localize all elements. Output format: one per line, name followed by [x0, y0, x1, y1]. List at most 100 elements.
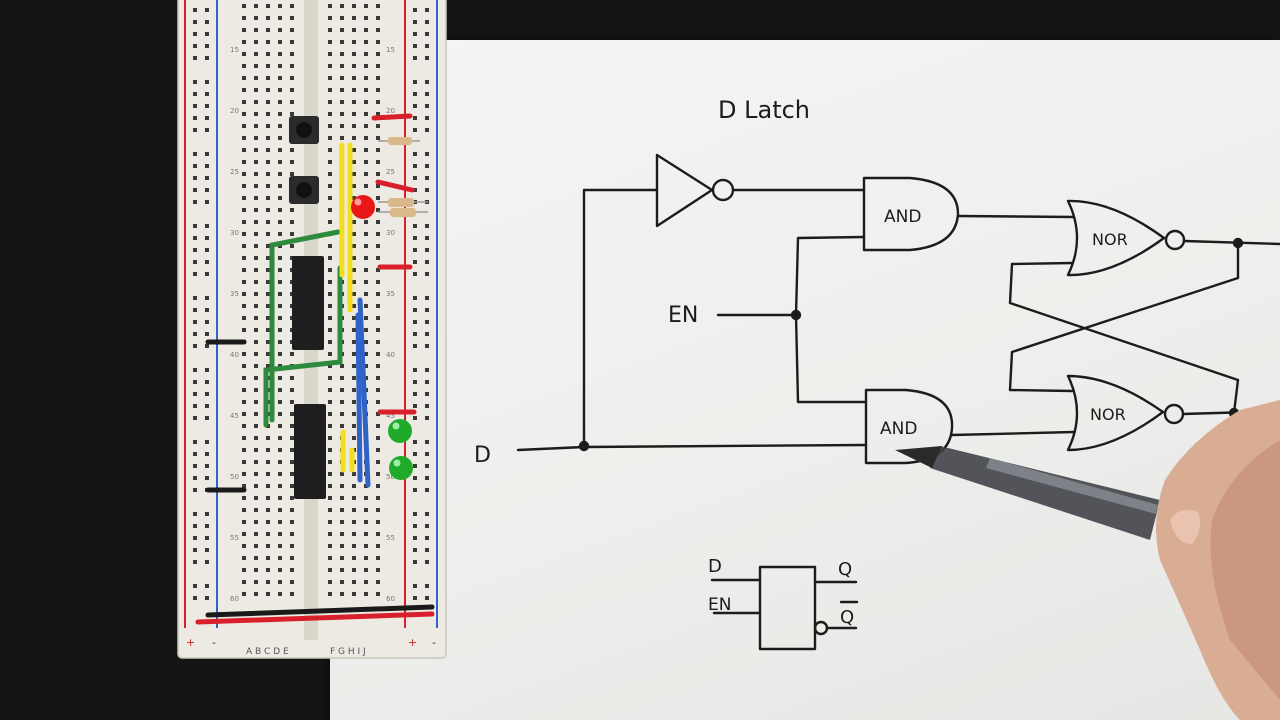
breadboard-hole — [242, 232, 246, 236]
breadboard-hole — [278, 376, 282, 380]
nor-gate-bottom — [1066, 374, 1165, 452]
breadboard-hole — [278, 280, 282, 284]
pen-body — [930, 446, 1160, 540]
wire-q-output — [1182, 239, 1280, 246]
breadboard-hole — [352, 112, 356, 116]
rail-hole — [193, 332, 197, 336]
breadboard-hole — [364, 292, 368, 296]
breadboard-hole — [278, 76, 282, 80]
breadboard-hole — [242, 388, 246, 392]
rail-hole — [413, 512, 417, 516]
symbol-label-d: D — [708, 556, 722, 577]
breadboard-hole — [376, 376, 380, 380]
breadboard-hole — [328, 544, 332, 548]
rail-hole — [425, 92, 429, 96]
breadboard-hole — [278, 436, 282, 440]
breadboard-hole — [376, 280, 380, 284]
breadboard-hole — [340, 76, 344, 80]
breadboard-hole — [242, 592, 246, 596]
breadboard-hole — [352, 412, 356, 416]
rail-hole — [425, 116, 429, 120]
resistor-2 — [378, 198, 428, 207]
breadboard-hole — [278, 40, 282, 44]
breadboard-hole — [328, 136, 332, 140]
feedback-qbar-to-nor-top — [1008, 261, 1240, 415]
breadboard-hole — [376, 196, 380, 200]
breadboard-hole — [254, 568, 258, 572]
breadboard-hole — [254, 472, 258, 476]
breadboard-hole — [352, 568, 356, 572]
label-nor-top: NOR — [1092, 230, 1128, 249]
breadboard-hole — [278, 136, 282, 140]
rail-hole — [425, 476, 429, 480]
breadboard-hole — [364, 508, 368, 512]
breadboard-hole — [278, 160, 282, 164]
breadboard-hole — [364, 304, 368, 308]
breadboard-hole — [328, 196, 332, 200]
breadboard-hole — [254, 388, 258, 392]
rail-hole — [193, 236, 197, 240]
breadboard-hole — [254, 316, 258, 320]
breadboard-hole — [278, 28, 282, 32]
rail-hole — [425, 296, 429, 300]
rail-hole — [193, 44, 197, 48]
breadboard-hole — [364, 532, 368, 536]
breadboard-hole — [340, 364, 344, 368]
rail-hole — [413, 560, 417, 564]
breadboard-hole — [352, 436, 356, 440]
breadboard-hole — [376, 316, 380, 320]
breadboard-hole — [266, 448, 270, 452]
rail-hole — [193, 92, 197, 96]
breadboard-hole — [278, 172, 282, 176]
breadboard-hole — [290, 544, 294, 548]
rail-hole — [425, 536, 429, 540]
rail-hole — [205, 440, 209, 444]
breadboard-hole — [364, 64, 368, 68]
rail-hole — [425, 260, 429, 264]
rail-hole — [193, 80, 197, 84]
breadboard-hole — [364, 316, 368, 320]
breadboard-hole — [328, 100, 332, 104]
breadboard-hole — [352, 196, 356, 200]
breadboard-hole — [376, 136, 380, 140]
breadboard-hole — [352, 124, 356, 128]
breadboard-hole — [278, 388, 282, 392]
rail-hole — [205, 392, 209, 396]
breadboard-hole — [242, 556, 246, 560]
breadboard-hole — [352, 16, 356, 20]
breadboard-hole — [376, 244, 380, 248]
rail-hole — [413, 296, 417, 300]
rail-hole — [205, 380, 209, 384]
breadboard-hole — [376, 472, 380, 476]
breadboard-hole — [290, 352, 294, 356]
breadboard-hole — [352, 172, 356, 176]
breadboard-hole — [328, 424, 332, 428]
wire-and-bottom-to-nor-bottom — [950, 430, 1076, 437]
breadboard-hole — [266, 100, 270, 104]
breadboard-hole — [290, 556, 294, 560]
breadboard-hole — [340, 580, 344, 584]
breadboard-hole — [254, 268, 258, 272]
rail-hole — [205, 560, 209, 564]
breadboard-hole — [242, 124, 246, 128]
rail-hole — [205, 152, 209, 156]
label-en: EN — [668, 303, 698, 328]
breadboard-hole — [290, 208, 294, 212]
rail-hole — [193, 596, 197, 600]
breadboard-hole — [254, 220, 258, 224]
rail-hole — [413, 44, 417, 48]
rail-hole — [205, 248, 209, 252]
breadboard-hole — [254, 40, 258, 44]
breadboard-hole — [352, 484, 356, 488]
breadboard-hole — [328, 292, 332, 296]
breadboard-hole — [364, 328, 368, 332]
breadboard-hole — [278, 124, 282, 128]
rail-hole — [425, 584, 429, 588]
breadboard-hole — [376, 88, 380, 92]
breadboard-hole — [242, 568, 246, 572]
breadboard-hole — [290, 100, 294, 104]
breadboard-hole — [340, 388, 344, 392]
breadboard-hole — [254, 52, 258, 56]
breadboard-hole — [254, 4, 258, 8]
breadboard-hole — [376, 172, 380, 176]
